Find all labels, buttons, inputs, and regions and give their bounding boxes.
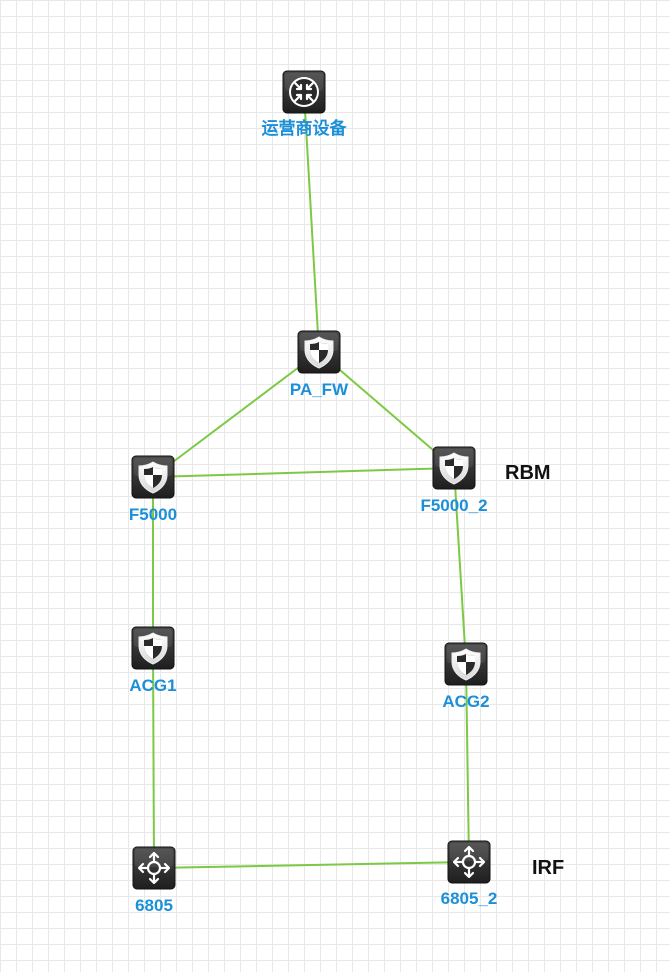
- node-sw6805[interactable]: [132, 846, 176, 890]
- icon-background: [447, 840, 491, 884]
- annotations-layer: RBM IRF: [505, 462, 564, 879]
- router-icon[interactable]: [282, 70, 326, 114]
- annotation-irf: IRF: [532, 857, 564, 879]
- links-layer: [152, 91, 470, 869]
- shield-glyph: [439, 452, 469, 485]
- firewall-shield-icon[interactable]: [432, 446, 476, 490]
- node-acg2[interactable]: [444, 642, 488, 686]
- node-label-sw6805_2: 6805_2: [441, 889, 498, 908]
- link-f5000_2-acg2[interactable]: [453, 467, 467, 665]
- switch-glyph: [452, 845, 486, 879]
- firewall-shield-icon[interactable]: [131, 455, 175, 499]
- link-pa_fw-f5000[interactable]: [152, 351, 320, 478]
- link-f5000-f5000_2[interactable]: [152, 467, 455, 478]
- node-label-acg2: ACG2: [442, 692, 489, 711]
- node-label-f5000_2: F5000_2: [420, 496, 487, 515]
- node-label-f5000: F5000: [129, 505, 177, 524]
- node-label-pa_fw: PA_FW: [290, 380, 349, 399]
- node-acg1[interactable]: [131, 626, 175, 670]
- node-isp[interactable]: [282, 70, 326, 114]
- node-label-sw6805: 6805: [135, 896, 173, 915]
- link-acg2-sw6805_2[interactable]: [465, 663, 470, 863]
- node-f5000_2[interactable]: [432, 446, 476, 490]
- shield-glyph: [138, 632, 168, 665]
- link-isp-pa_fw[interactable]: [303, 91, 320, 353]
- shield-glyph: [138, 461, 168, 494]
- shield-glyph: [304, 336, 334, 369]
- node-pa_fw[interactable]: [297, 330, 341, 374]
- annotation-rbm: RBM: [505, 462, 551, 484]
- node-label-isp: 运营商设备: [262, 118, 348, 139]
- switch-icon[interactable]: [447, 840, 491, 884]
- firewall-shield-icon[interactable]: [131, 626, 175, 670]
- firewall-shield-icon[interactable]: [444, 642, 488, 686]
- shield-glyph: [451, 648, 481, 681]
- firewall-shield-icon[interactable]: [297, 330, 341, 374]
- switch-icon[interactable]: [132, 846, 176, 890]
- link-pa_fw-f5000_2[interactable]: [318, 351, 455, 469]
- node-f5000[interactable]: [131, 455, 175, 499]
- node-label-acg1: ACG1: [129, 676, 176, 695]
- link-acg1-sw6805[interactable]: [152, 647, 155, 869]
- link-sw6805-sw6805_2[interactable]: [153, 861, 470, 869]
- router-glyph: [289, 77, 319, 107]
- switch-glyph: [137, 851, 171, 885]
- node-sw6805_2[interactable]: [447, 840, 491, 884]
- icon-background: [132, 846, 176, 890]
